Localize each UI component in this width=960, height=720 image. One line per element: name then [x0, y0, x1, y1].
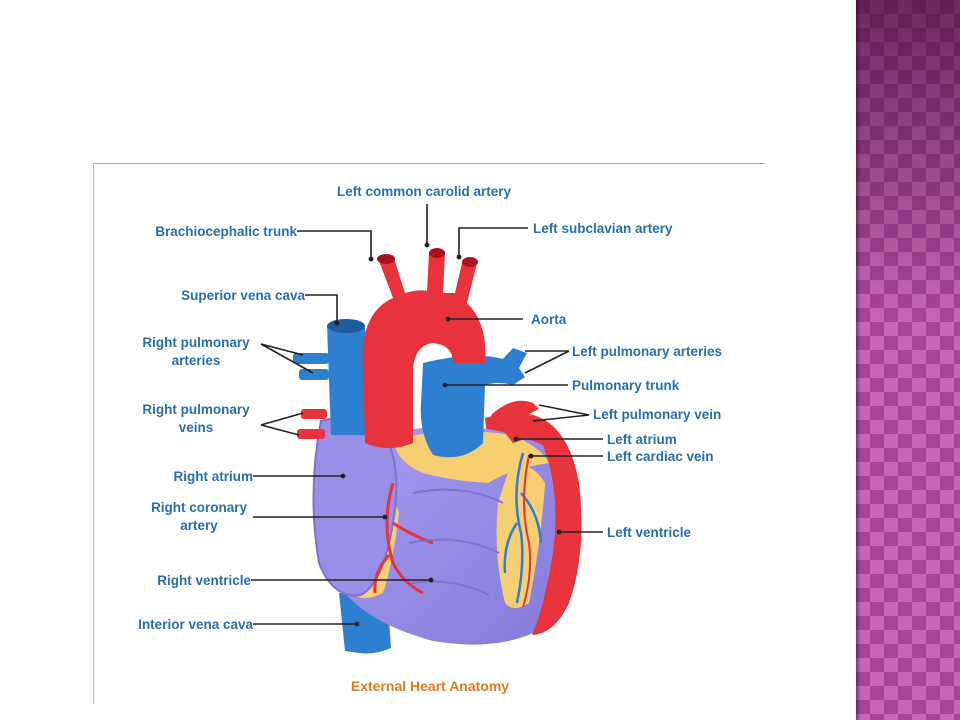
label-left-atrium: Left atrium	[607, 432, 677, 447]
label-right-coronary-artery-line1: Right coronary	[151, 500, 248, 515]
label-right-coronary-artery-line2: artery	[180, 518, 218, 533]
leader-lines	[251, 204, 603, 625]
right-pulmonary-vein-lower	[297, 429, 325, 439]
left-coronary-artery-vessel	[522, 454, 532, 608]
right-coronary-artery-vessel	[373, 482, 434, 595]
label-superior-vena-cava: Superior vena cava	[181, 288, 305, 303]
label-right-pulmonary-veins-line2: veins	[179, 420, 214, 435]
decorative-side-panel	[856, 0, 960, 720]
right-ventricle-folds	[408, 488, 504, 596]
anatomy-labels: Left common carolid artery Brachiocephal…	[138, 184, 722, 694]
side-panel-shadow	[856, 0, 861, 720]
figure-border-left	[93, 163, 94, 704]
aorta-shape	[362, 253, 486, 448]
label-brachiocephalic-trunk: Brachiocephalic trunk	[155, 224, 297, 239]
left-subclavian-opening	[462, 257, 478, 267]
right-pulmonary-artery-lower	[299, 369, 329, 380]
pulmonary-trunk-shape	[420, 348, 527, 458]
figure-caption: External Heart Anatomy	[351, 678, 509, 694]
left-carotid-opening	[429, 248, 445, 258]
brachiocephalic-opening	[377, 254, 395, 264]
heart-illustration	[293, 248, 582, 654]
label-left-pulmonary-vein: Left pulmonary vein	[593, 407, 721, 422]
right-pulmonary-artery-upper	[293, 353, 329, 364]
label-left-pulmonary-arteries: Left pulmonary arteries	[572, 344, 722, 359]
label-right-pulmonary-arteries-line1: Right pulmonary	[142, 335, 250, 350]
label-aorta: Aorta	[531, 312, 567, 327]
label-right-ventricle: Right ventricle	[157, 573, 251, 588]
leader-endpoints	[334, 242, 562, 627]
label-left-subclavian-artery: Left subclavian artery	[533, 221, 673, 236]
label-right-atrium: Right atrium	[174, 469, 254, 484]
superior-vena-cava-opening	[327, 319, 365, 333]
heart-diagram-svg: Left common carolid artery Brachiocephal…	[138, 184, 722, 694]
label-right-pulmonary-veins-line1: Right pulmonary	[142, 402, 250, 417]
heart-anatomy-figure: Left common carolid artery Brachiocephal…	[93, 163, 765, 704]
label-right-pulmonary-arteries-line2: arteries	[172, 353, 221, 368]
label-left-cardiac-vein: Left cardiac vein	[607, 449, 714, 464]
label-pulmonary-trunk: Pulmonary trunk	[572, 378, 680, 393]
right-pulmonary-vein-upper	[301, 409, 327, 419]
label-inferior-vena-cava: Interior vena cava	[138, 617, 253, 632]
label-left-ventricle: Left ventricle	[607, 525, 692, 540]
label-left-common-carotid-artery: Left common carolid artery	[337, 184, 512, 199]
superior-vena-cava-shape	[327, 325, 369, 435]
left-pulmonary-vein-shape	[491, 400, 539, 443]
figure-border-top	[93, 163, 765, 164]
